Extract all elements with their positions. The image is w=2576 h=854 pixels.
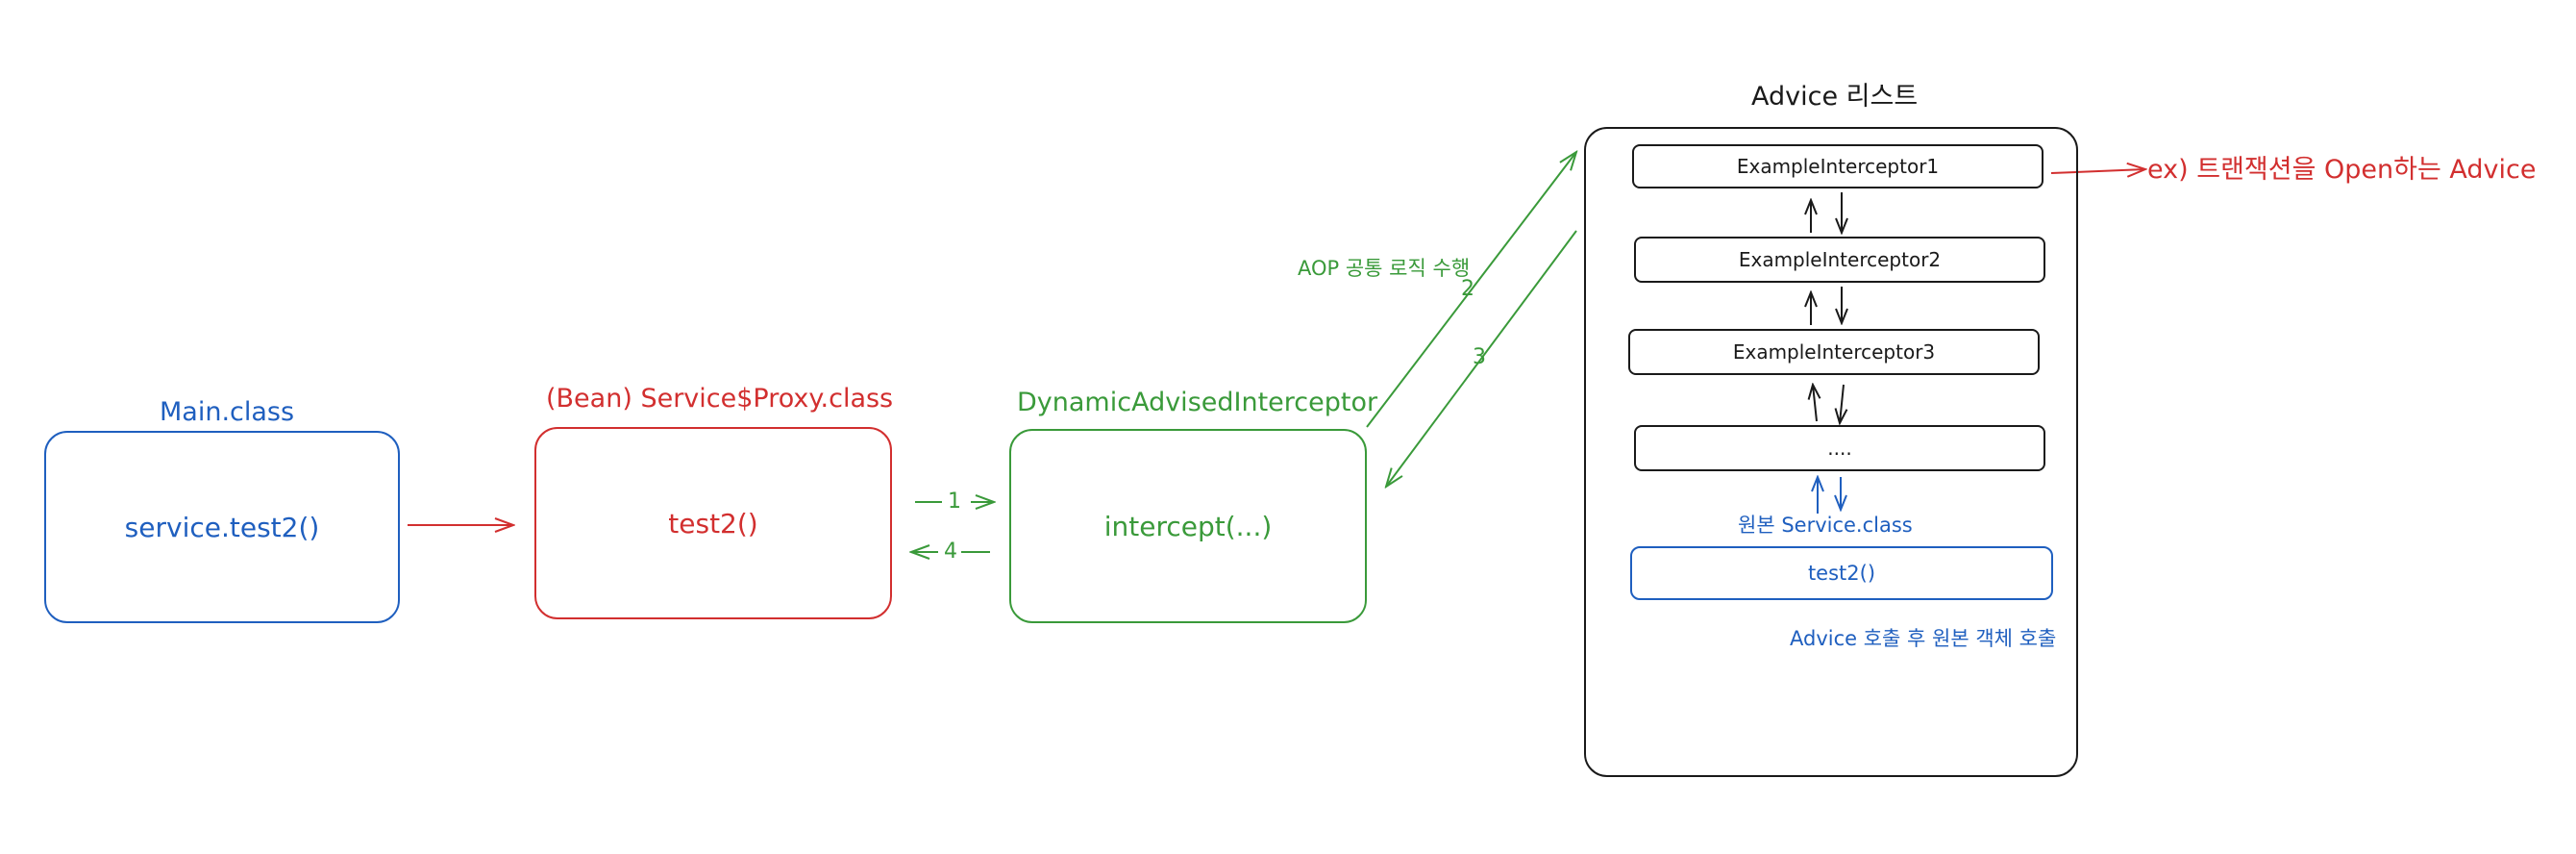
advice-item-label: .... [1827,437,1852,460]
advice-item-label: ExampleInterceptor1 [1736,155,1940,178]
aop-logic-label: AOP 공통 로직 수행 [1298,257,1471,280]
proxy-class-method: test2() [668,507,758,540]
advice-item-4: .... [1634,425,2045,471]
chain-up-3 [1813,385,1817,422]
example-note-label: ex) 트랜잭션을 Open하는 Advice [2147,155,2537,185]
advice-item-1: ExampleInterceptor1 [1632,144,2043,188]
original-service-method: test2() [1807,562,1876,585]
advice-footer-label: Advice 호출 후 원본 객체 호출 [1790,627,2057,650]
advice-item-2: ExampleInterceptor2 [1634,237,2045,283]
step-3-label: 3 [1473,345,1486,369]
arrow-step-3 [1386,230,1577,487]
interceptor-box: intercept(...) [1009,429,1367,623]
advice-item-label: ExampleInterceptor3 [1732,340,1936,364]
main-class-title: Main.class [160,397,295,427]
interceptor-method: intercept(...) [1103,510,1273,542]
step-4-label: 4 [944,540,957,564]
step-1-label: 1 [948,490,961,514]
original-service-label: 원본 Service.class [1738,514,1913,537]
main-class-box: service.test2() [44,431,400,623]
step-2-label: 2 [1461,277,1474,301]
interceptor-title: DynamicAdvisedInterceptor [1017,388,1378,417]
proxy-class-title: (Bean) Service$Proxy.class [546,384,894,414]
proxy-class-box: test2() [534,427,892,619]
advice-item-label: ExampleInterceptor2 [1738,248,1942,271]
main-class-call: service.test2() [124,511,320,543]
arrow-step-2 [1366,152,1576,428]
advice-item-3: ExampleInterceptor3 [1628,329,2040,375]
original-service-box: test2() [1630,546,2053,600]
advice-list-title: Advice 리스트 [1751,82,1919,112]
advice-list-container [1584,127,2078,777]
chain-down-3 [1840,384,1844,423]
arrow-example-note [2050,169,2145,173]
